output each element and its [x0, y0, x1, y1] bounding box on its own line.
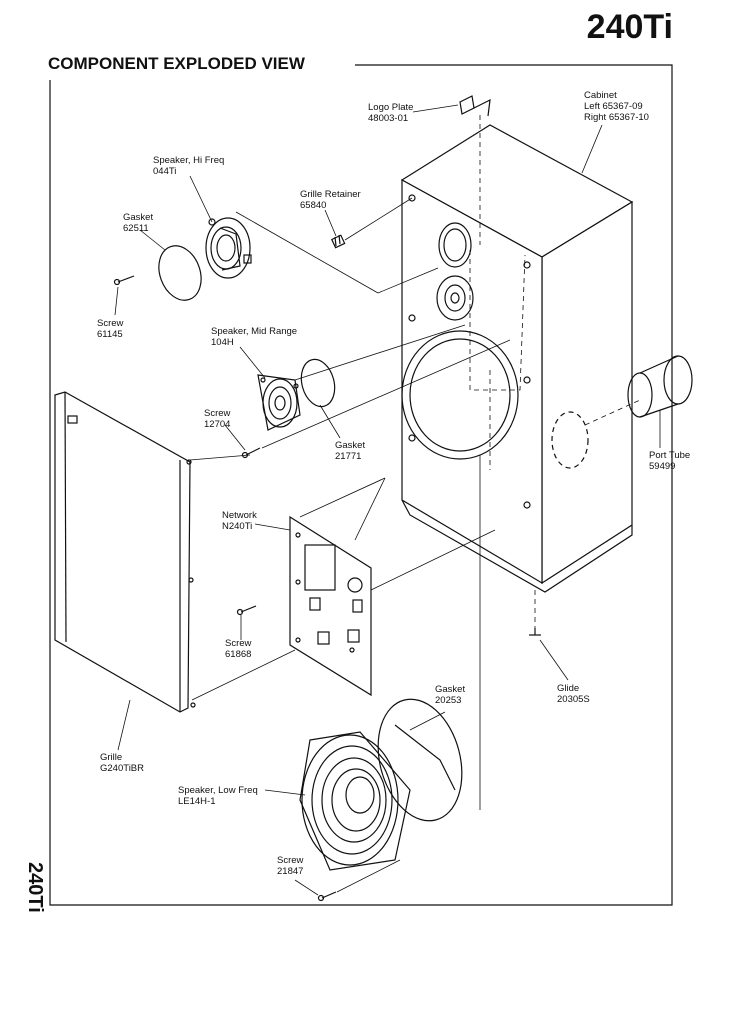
leader-line [114, 286, 119, 316]
assembly-line [235, 211, 379, 294]
grille-retainer [330, 234, 346, 249]
dashed-line [469, 250, 526, 391]
screw-low-freq [317, 891, 337, 902]
speaker-mid-range [257, 374, 301, 431]
model-title: 240Ti [586, 8, 673, 46]
leader-line [294, 879, 319, 896]
leader-line [409, 711, 446, 731]
speaker-hi-freq [205, 217, 252, 279]
grille [54, 391, 196, 713]
assembly-line [299, 477, 386, 518]
gasket-mid-range [300, 358, 336, 408]
leader-line [189, 175, 213, 223]
assembly-line [191, 649, 296, 701]
dashed-line [584, 399, 641, 426]
leader-line [224, 424, 246, 451]
logo-plate [459, 95, 491, 117]
view-title: COMPONENT EXPLODED VIEW [48, 54, 311, 74]
side-model-label: 240Ti [24, 862, 46, 913]
assembly-line [354, 477, 386, 541]
leader-line [264, 789, 306, 796]
page-frame [49, 64, 673, 906]
network [289, 515, 372, 697]
assembly-line [377, 267, 439, 294]
port-tube [627, 355, 693, 418]
screw-network [236, 605, 257, 616]
leader-line [324, 209, 337, 237]
assembly-line [294, 324, 466, 381]
leader-line [239, 346, 266, 379]
assembly-line [336, 859, 401, 893]
leader-line [117, 699, 131, 751]
glide [529, 628, 541, 636]
cabinet [400, 124, 634, 593]
assembly-line [261, 339, 511, 449]
gasket-hi-freq [158, 245, 202, 301]
assembly-line [189, 454, 251, 461]
leader-line [412, 104, 459, 113]
gasket-low-freq [377, 698, 463, 822]
screw-mid-range [241, 447, 261, 459]
leader-line [254, 523, 291, 531]
assembly-line [370, 529, 496, 591]
screw-hi-freq [113, 275, 135, 286]
speaker-low-freq [299, 724, 456, 871]
leader-line [319, 404, 341, 439]
leader-line [581, 124, 603, 174]
assembly-line [344, 197, 413, 241]
leader-line [139, 229, 166, 251]
leader-line [539, 639, 569, 681]
